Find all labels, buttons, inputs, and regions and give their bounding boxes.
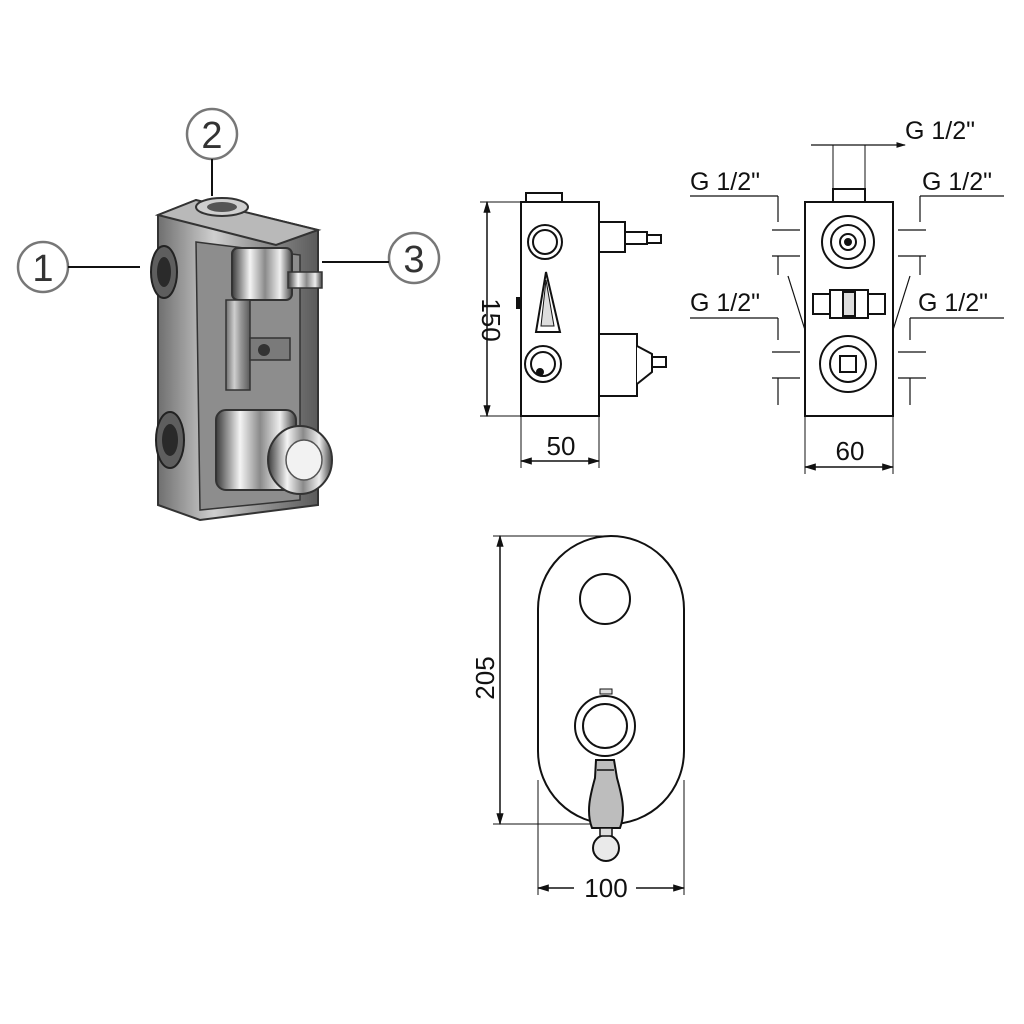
thread-upper-left-label: G 1/2" <box>690 168 760 196</box>
plate-width-dimension: 100 <box>536 780 686 903</box>
thread-lower-right-label: G 1/2" <box>918 289 988 317</box>
callout-2-label: 2 <box>201 115 222 157</box>
callout-1: 1 <box>16 240 140 294</box>
rear-view-width-label: 60 <box>836 436 865 466</box>
lever-handle <box>587 759 625 862</box>
rear-view <box>804 145 894 417</box>
callout-3: 3 <box>322 231 441 285</box>
valve-body-illustration <box>150 197 333 522</box>
side-view-depth-dimension: 50 <box>519 416 601 468</box>
side-view <box>516 192 667 417</box>
rear-view-width-dimension: 60 <box>803 416 895 474</box>
thread-lower-left-label: G 1/2" <box>690 289 760 317</box>
side-view-depth-label: 50 <box>547 431 576 461</box>
rear-view-thread-callouts <box>690 142 1004 405</box>
callout-3-label: 3 <box>403 239 424 281</box>
side-view-height-dimension: 150 <box>476 200 521 418</box>
cover-plate-view <box>537 535 685 825</box>
callout-1-label: 1 <box>32 248 53 290</box>
callout-2: 2 <box>185 107 239 196</box>
plate-width-label: 100 <box>584 873 627 903</box>
thread-top-label: G 1/2" <box>905 117 975 145</box>
plate-height-dimension: 205 <box>470 534 603 826</box>
thread-upper-right-label: G 1/2" <box>922 168 992 196</box>
side-view-height-label: 150 <box>476 298 506 341</box>
plate-height-label: 205 <box>470 656 500 699</box>
